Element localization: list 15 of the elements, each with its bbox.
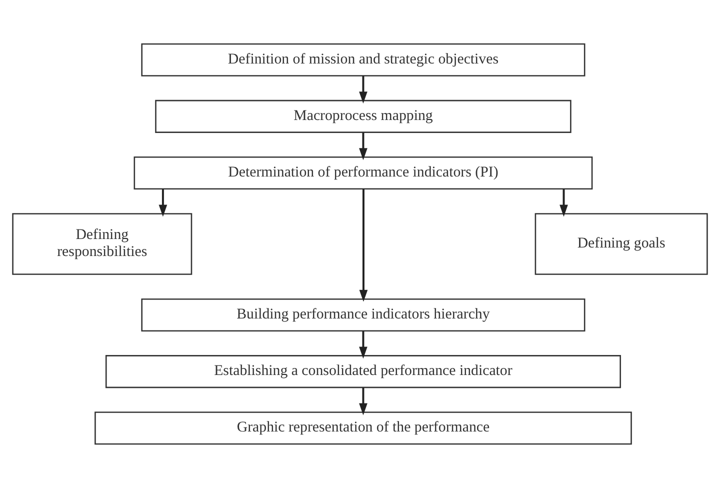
node-box: Macroprocess mapping — [155, 100, 572, 133]
arrow — [359, 388, 368, 416]
node-box: Determination of performance indicators (PI) — [134, 156, 593, 190]
arrow — [359, 189, 368, 302]
node-box: Establishing a consolidated performance indicator — [105, 355, 621, 388]
node-box: Graphic representation of the performance — [94, 412, 632, 445]
arrow — [158, 189, 168, 217]
arrow — [359, 132, 368, 160]
arrow — [560, 189, 568, 217]
node-box: Building performance indicators hierarchy — [141, 298, 586, 332]
node-box: Defining responsibilities — [12, 213, 192, 275]
node-box: Defining goals — [534, 213, 708, 275]
arrow — [359, 331, 368, 359]
node-box: Definition of mission and strategic objectives — [141, 43, 586, 76]
arrow — [359, 76, 368, 104]
